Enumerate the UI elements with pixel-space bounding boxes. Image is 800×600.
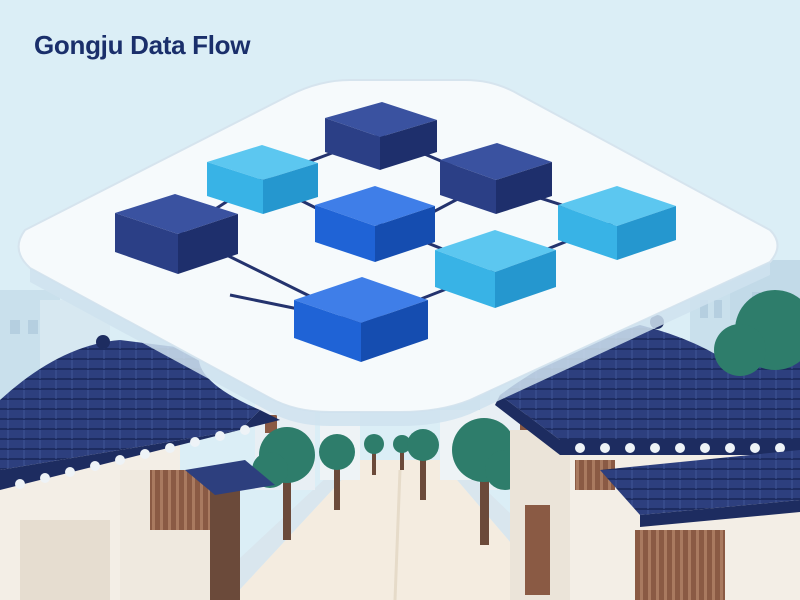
data-node-7 [435, 230, 556, 308]
tree-far [364, 434, 411, 475]
data-node-8 [294, 277, 428, 362]
data-node-1 [325, 102, 437, 170]
tree-left-mid [319, 434, 355, 510]
data-node-4 [115, 194, 238, 274]
data-nodes [115, 102, 676, 362]
data-node-6 [558, 186, 676, 260]
data-node-2 [207, 145, 318, 214]
data-node-3 [440, 143, 552, 214]
data-node-5 [315, 186, 435, 262]
tree-right-mid [407, 429, 439, 500]
page-title: Gongju Data Flow [34, 30, 251, 60]
hanok-left [0, 335, 280, 600]
street [230, 460, 560, 600]
